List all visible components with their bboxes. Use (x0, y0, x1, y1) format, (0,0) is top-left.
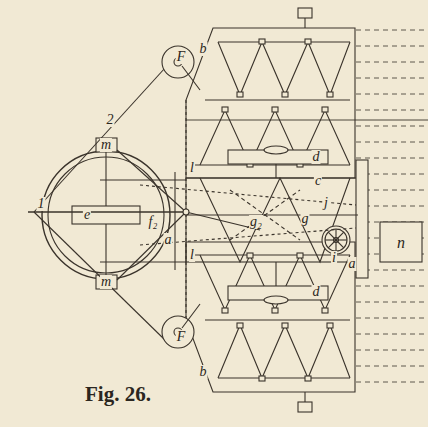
draught-lines (28, 68, 356, 340)
draught-lines (183, 209, 189, 215)
part-letter: m (100, 275, 112, 289)
cut-line (356, 366, 424, 367)
reel-wings (186, 8, 355, 412)
part-letter: f₂ (148, 215, 159, 229)
main-frame (200, 178, 350, 262)
part-letter: d (312, 150, 321, 164)
cut-line (356, 158, 424, 159)
part-letter: l (189, 248, 195, 262)
counterweight-box (380, 222, 422, 262)
cut-line (356, 94, 424, 95)
draught-lines (34, 212, 165, 340)
reel-wings (186, 242, 355, 412)
part-letter: b (199, 365, 208, 379)
draught-lines (28, 211, 186, 212)
main-frame (174, 172, 175, 270)
cut-line (356, 286, 424, 287)
carrying-wheel (96, 138, 117, 152)
part-letter: i (331, 251, 337, 265)
carrying-wheel (96, 275, 117, 289)
hand-wheel (325, 229, 347, 251)
main-frame (100, 179, 186, 180)
draught-lines (117, 212, 186, 280)
carrying-wheel (72, 206, 140, 224)
pulleys (182, 66, 200, 90)
cut-line (356, 126, 424, 127)
drive-plates (275, 164, 276, 178)
main-frame (186, 178, 358, 262)
part-letter: l (189, 161, 195, 175)
part-letter: g (301, 212, 310, 226)
part-letter: 1 (37, 197, 46, 211)
draught-lines (117, 150, 186, 212)
drive-plates (264, 296, 288, 304)
pulleys (162, 46, 200, 348)
pulleys (162, 316, 194, 348)
spoke (336, 240, 344, 248)
cut-line (356, 110, 424, 111)
drive-plates (264, 146, 288, 154)
main-frame (186, 214, 358, 215)
carrying-wheel (42, 138, 170, 289)
draught-lines (34, 68, 165, 212)
part-letter: b (199, 42, 208, 56)
part-letter: a (348, 257, 357, 271)
spoke (336, 232, 344, 240)
spoke (328, 240, 336, 248)
pulleys (162, 46, 194, 78)
cut-line (356, 334, 424, 335)
part-letter: e (83, 208, 91, 222)
figure-caption: Fig. 26. (85, 382, 151, 407)
main-frame (230, 190, 300, 240)
carrying-wheel (105, 146, 106, 206)
carrying-wheel (105, 224, 106, 282)
main-frame (100, 261, 186, 262)
cut-line (356, 350, 424, 351)
part-letter: c (314, 174, 322, 188)
part-letter: g₂ (249, 215, 263, 229)
cut-line (356, 46, 424, 47)
cut-line (356, 302, 424, 303)
part-letter: d (312, 285, 321, 299)
part-letter: j (323, 196, 329, 210)
part-letter: F (176, 330, 187, 344)
cut-line (356, 62, 424, 63)
part-letter: m (100, 138, 112, 152)
part-letter: F (176, 50, 187, 64)
part-letter: n (396, 236, 406, 250)
reel-wings (186, 8, 355, 178)
drive-plates (275, 262, 276, 286)
spoke (336, 239, 347, 240)
cut-line (356, 318, 424, 319)
part-letter: 2 (106, 113, 115, 127)
cut-line (356, 78, 424, 79)
cut-line (356, 30, 424, 31)
main-frame (356, 160, 368, 278)
spoke (335, 229, 336, 240)
guide-line (186, 120, 428, 121)
spoke (335, 240, 336, 251)
spoke (328, 232, 336, 240)
main-frame (100, 100, 422, 320)
part-letter: a (164, 233, 173, 247)
cut-line (356, 142, 424, 143)
drive-plates (228, 146, 328, 304)
cut-line (356, 382, 424, 383)
spoke (325, 239, 336, 240)
cut-lines (356, 30, 424, 382)
pulleys (182, 304, 200, 328)
main-frame (230, 190, 300, 240)
